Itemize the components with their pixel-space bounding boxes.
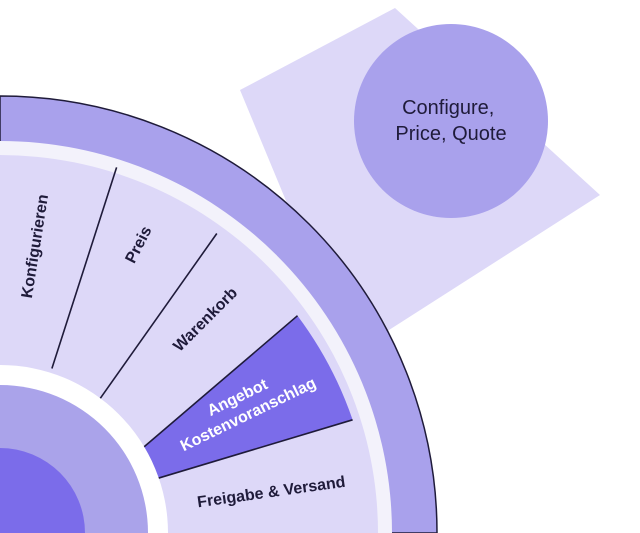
core bbox=[0, 448, 85, 533]
hub-title-line2: Price, Quote bbox=[395, 123, 506, 145]
svg-text:Configure, Price, Quote: Configure, Price, Quote bbox=[395, 97, 506, 145]
segment-angebot-fill bbox=[136, 315, 353, 481]
hub-title-line1: Configure, bbox=[402, 97, 494, 119]
hub-circle bbox=[354, 24, 548, 218]
segment-dividers bbox=[51, 167, 353, 481]
